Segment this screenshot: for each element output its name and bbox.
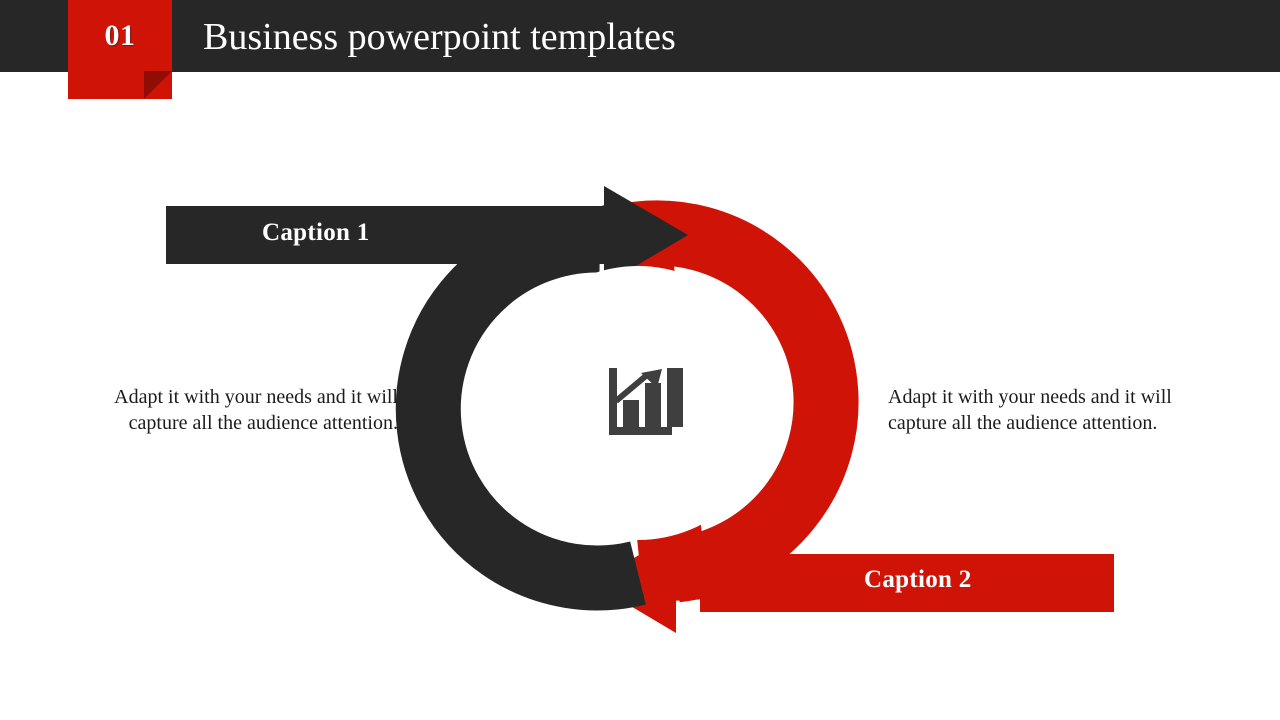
- step-1-arrow-dark[interactable]: [166, 186, 688, 611]
- page-title: Business powerpoint templates: [203, 16, 676, 58]
- ribbon-fold-icon: [144, 71, 172, 99]
- step-1-body-text: Adapt it with your needs and it will cap…: [114, 386, 398, 434]
- step-2-arc: [602, 200, 859, 603]
- slide-number-label: 01: [104, 19, 136, 52]
- caption-2-label: Caption 2: [864, 566, 972, 593]
- step-2-arrow-red[interactable]: [592, 200, 1114, 633]
- step-1-arc: [395, 207, 646, 611]
- step-2-body-text: Adapt it with your needs and it will cap…: [888, 386, 1172, 434]
- header-bar: [0, 0, 1280, 72]
- step-1-arrowhead-icon: [604, 186, 688, 285]
- bar-chart-growth-icon: [609, 368, 683, 435]
- caption-1-label: Caption 1: [262, 219, 370, 246]
